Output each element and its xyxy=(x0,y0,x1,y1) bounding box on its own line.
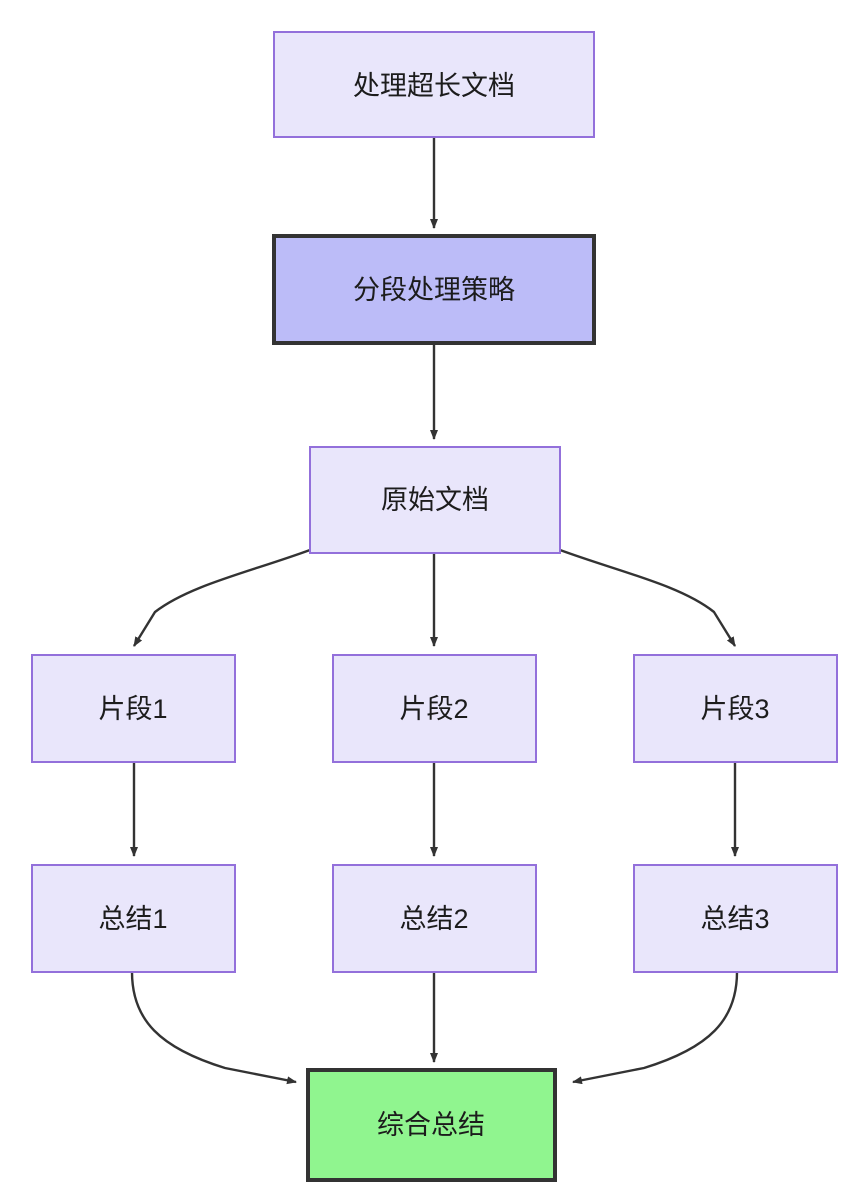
node-rect-chunk-2 xyxy=(332,654,537,763)
node-rect-source-document xyxy=(309,446,561,554)
node-rect-chunk-1 xyxy=(31,654,236,763)
node-chunk-3[interactable]: 片段3 xyxy=(633,654,838,763)
edge-source-to-chunk1 xyxy=(132,548,311,647)
node-label-chunking-strategy: 分段处理策略 xyxy=(353,275,515,305)
node-label-summary-2: 总结2 xyxy=(399,904,468,934)
node-label-final-summary: 综合总结 xyxy=(377,1110,485,1140)
node-chunk-1[interactable]: 片段1 xyxy=(31,654,236,763)
edge-summary3-to-final xyxy=(572,971,739,1085)
node-rect-summary-1 xyxy=(31,864,236,973)
node-process-long-document[interactable]: 处理超长文档 xyxy=(273,31,595,138)
edge-layer xyxy=(130,137,739,1085)
node-final-summary[interactable]: 综合总结 xyxy=(306,1068,557,1182)
node-rect-chunking-strategy xyxy=(272,234,596,345)
node-summary-1[interactable]: 总结1 xyxy=(31,864,236,973)
node-summary-2[interactable]: 总结2 xyxy=(332,864,537,973)
node-chunk-2[interactable]: 片段2 xyxy=(332,654,537,763)
node-label-source-document: 原始文档 xyxy=(381,485,489,515)
node-label-summary-1: 总结1 xyxy=(98,904,167,934)
edge-summary1-to-final xyxy=(130,971,297,1085)
node-label-summary-3: 总结3 xyxy=(700,904,769,934)
edge-source-to-chunk3 xyxy=(559,548,737,647)
node-rect-chunk-3 xyxy=(633,654,838,763)
node-rect-summary-3 xyxy=(633,864,838,973)
node-label-chunk-2: 片段2 xyxy=(399,694,468,724)
node-layer: 处理超长文档 分段处理策略 原始文档 片段1 片段2 xyxy=(31,31,838,1182)
node-rect-process-long-document xyxy=(273,31,595,138)
node-source-document[interactable]: 原始文档 xyxy=(309,446,561,554)
node-label-chunk-3: 片段3 xyxy=(700,694,769,724)
node-rect-summary-2 xyxy=(332,864,537,973)
node-rect-final-summary xyxy=(306,1068,557,1182)
node-summary-3[interactable]: 总结3 xyxy=(633,864,838,973)
node-label-process-long-document: 处理超长文档 xyxy=(353,71,515,101)
node-chunking-strategy[interactable]: 分段处理策略 xyxy=(272,234,596,345)
node-label-chunk-1: 片段1 xyxy=(98,694,167,724)
